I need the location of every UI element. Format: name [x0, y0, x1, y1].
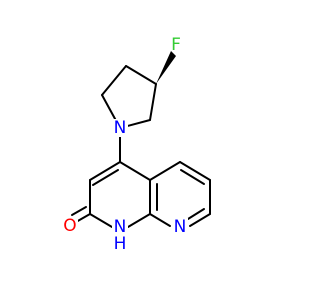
bond-c3-c4: [125, 65, 157, 85]
bond-n8-c8a: [149, 213, 171, 227]
bond-c2q-n1h: [89, 213, 113, 228]
ring-nitrogen-label: N: [174, 217, 187, 237]
bond-c7-n8: [189, 213, 211, 227]
atom-pyrrolidine-nitrogen: N: [112, 118, 128, 138]
atom-oxygen: O: [62, 216, 78, 236]
bond-c2q-o-double: [71, 206, 87, 216]
bond-c7-n8-double: [187, 208, 205, 220]
bond-c4q-c3q: [89, 161, 121, 181]
bond-c4-c5: [149, 83, 157, 121]
atom-nh: N H: [112, 217, 128, 254]
bond-c5-c6: [179, 161, 211, 181]
bond-c4q-c3q-double: [92, 169, 119, 186]
oxygen-label: O: [63, 216, 76, 236]
bond-c4a-c4q: [119, 161, 151, 181]
pyridinone-ring: [89, 161, 151, 228]
atom-ring-nitrogen: N: [172, 217, 188, 237]
fluorine-label: F: [171, 35, 181, 55]
stereo-wedge-bond: [156, 51, 176, 84]
bond-c4a-c5: [149, 161, 181, 181]
molecule-structure: F N N N H O: [62, 35, 211, 254]
bond-c2-c3: [101, 65, 127, 96]
bond-n1h-c8a: [127, 213, 151, 228]
bond-c2q-o: [75, 213, 91, 223]
pyrrolidine-ring: [101, 65, 157, 129]
bond-c5-c6-double: [180, 169, 205, 185]
nh-nitrogen-label: N: [114, 217, 127, 237]
pyridine-ring: [149, 161, 211, 227]
pyrrolidine-nitrogen-label: N: [114, 118, 127, 138]
atom-fluorine: F: [171, 35, 181, 55]
nh-hydrogen-label: H: [114, 234, 127, 254]
